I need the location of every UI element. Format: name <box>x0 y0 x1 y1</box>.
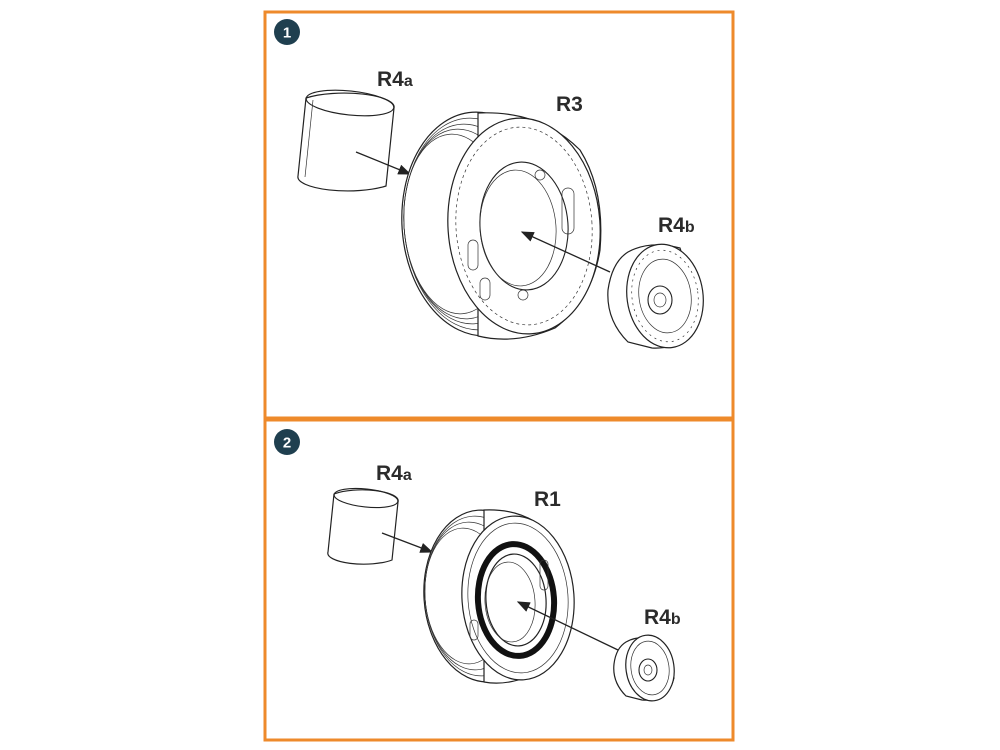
step-1-wheel-label: R4b <box>658 214 695 237</box>
step-1-wheel-arrow <box>520 231 611 273</box>
step-1-tire-label: R3 <box>556 93 583 116</box>
step-1-hub-cap-label: R4a <box>377 68 413 91</box>
step-1-hub-cap-part <box>297 89 395 192</box>
step-1-wheel-code: R4 <box>658 214 685 237</box>
step-2-hub-cap-suffix: a <box>403 467 412 484</box>
step-2-wheel-suffix: b <box>671 611 681 628</box>
step-1-panel: 1 R4a R3 <box>263 10 735 420</box>
step-1-frame <box>263 10 735 420</box>
step-2-number: 2 <box>283 435 291 452</box>
step-2-tire-part <box>423 509 575 684</box>
step-2-hub-cap-arrow <box>381 532 434 553</box>
step-2-tire-label: R1 <box>534 488 561 511</box>
step-1-badge: 1 <box>274 19 300 45</box>
step-2-badge: 2 <box>274 429 300 455</box>
step-2-wheel-code: R4 <box>644 606 671 629</box>
step-2-panel: 2 R4a R1 <box>263 418 735 742</box>
step-2-wheel-label: R4b <box>644 606 681 629</box>
step-2-frame <box>263 418 735 742</box>
step-2-hub-cap-code: R4 <box>376 462 403 485</box>
step-2-wheel-part <box>613 634 675 702</box>
step-2-hub-cap-label: R4a <box>376 462 412 485</box>
step-2-wheel-arrow <box>516 601 619 651</box>
step-1-wheel-suffix: b <box>685 219 695 236</box>
step-1-number: 1 <box>283 25 291 42</box>
step-1-wheel-part <box>607 243 704 349</box>
step-1-tire-part <box>401 111 602 340</box>
step-1-hub-cap-code: R4 <box>377 68 404 91</box>
step-1-hub-cap-suffix: a <box>404 73 413 90</box>
step-1-hub-cap-arrow <box>355 151 412 175</box>
step-2-hub-cap-part <box>327 487 399 565</box>
